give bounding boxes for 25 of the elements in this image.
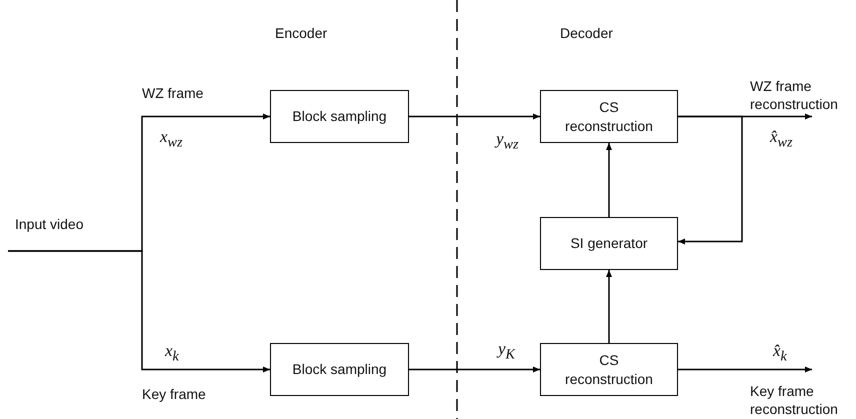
text-label: Key frame: [142, 385, 206, 404]
text-label: WZ frame: [142, 84, 204, 102]
arrow: [8, 250, 270, 372]
edge-label: x̂$_{wz}$: [770, 128, 792, 150]
edge-label: x$_{k}$: [165, 342, 179, 364]
edge-label: y$_{wz}$: [496, 130, 518, 152]
output-label: WZ frame reconstruction: [750, 76, 854, 114]
arrow: [606, 143, 612, 217]
text-label: Decoder: [560, 24, 613, 42]
arrow: [678, 366, 812, 372]
arrow: [678, 116, 743, 244]
process-box: SI generator: [540, 217, 678, 270]
edge-label: y$_{K}$: [498, 340, 515, 362]
edge-label: x$_{wz}$: [160, 128, 182, 150]
edge-label: x̂$_{k}$: [773, 342, 787, 364]
process-box: CS reconstruction: [540, 343, 678, 396]
process-box: Block sampling: [270, 343, 409, 396]
text-label: Input video: [15, 215, 84, 234]
arrow: [606, 270, 612, 343]
text-label: Encoder: [275, 24, 328, 42]
arrow: [409, 366, 540, 372]
output-label: Key frame reconstruction: [750, 381, 854, 419]
process-box: Block sampling: [270, 90, 409, 143]
process-box: CS reconstruction: [540, 90, 678, 143]
arrow: [409, 114, 540, 120]
